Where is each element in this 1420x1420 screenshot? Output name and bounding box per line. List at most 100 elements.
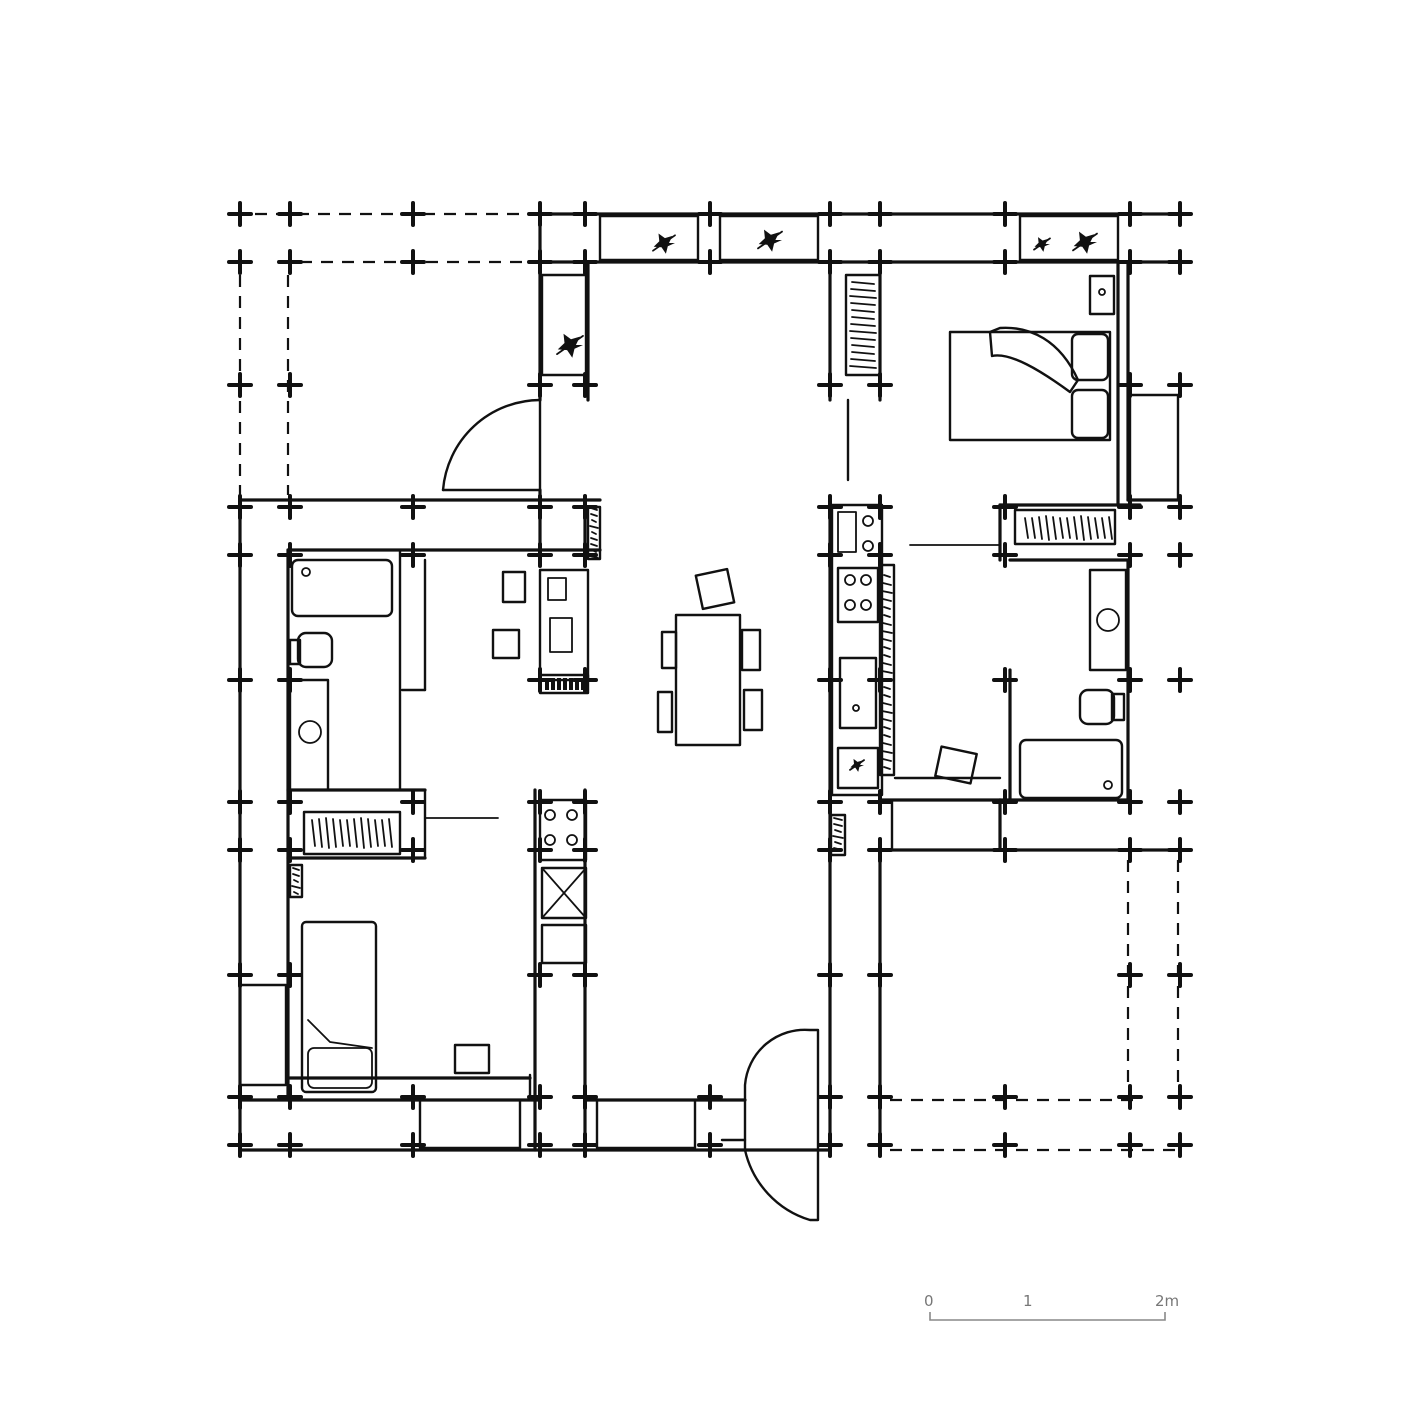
kitchen-sink bbox=[838, 656, 878, 730]
hatch-line bbox=[882, 758, 892, 762]
single-bed bbox=[300, 920, 378, 1094]
plant-icon bbox=[556, 333, 584, 358]
hatch-line bbox=[1073, 516, 1078, 540]
hatch-line bbox=[881, 710, 893, 714]
grid-cross bbox=[1117, 667, 1143, 693]
grid-cross bbox=[277, 372, 303, 398]
chair bbox=[934, 745, 978, 785]
grid-cross bbox=[277, 1132, 303, 1158]
hatch-line bbox=[346, 819, 351, 847]
grid-cross bbox=[992, 1132, 1018, 1158]
hatch-line bbox=[1038, 516, 1043, 540]
grid-cross-markers bbox=[227, 201, 1193, 1158]
hatch-line bbox=[883, 646, 891, 650]
hatch-line bbox=[882, 662, 892, 666]
hatch-line bbox=[311, 819, 316, 847]
grid-cross bbox=[1117, 542, 1143, 568]
hatch-line bbox=[834, 841, 842, 845]
grid-cross bbox=[277, 1084, 303, 1110]
grid-cross bbox=[400, 789, 426, 815]
grid-cross bbox=[277, 542, 303, 568]
hatch-line bbox=[883, 606, 891, 610]
hatch-line bbox=[883, 694, 891, 698]
hatch-line bbox=[882, 742, 892, 746]
hatch-line bbox=[339, 819, 344, 847]
hatch-line bbox=[850, 358, 876, 362]
hatch-line bbox=[1031, 517, 1036, 539]
hatch-line bbox=[381, 819, 386, 847]
book bbox=[563, 678, 567, 690]
chair bbox=[740, 628, 762, 672]
grid-cross bbox=[1117, 789, 1143, 815]
furniture bbox=[288, 273, 1128, 1094]
nightstand bbox=[1088, 274, 1116, 316]
hatch-line bbox=[882, 598, 892, 602]
hatch-line bbox=[883, 614, 891, 618]
hatch-line bbox=[849, 330, 877, 334]
dashed-terrace-outlines bbox=[238, 212, 1180, 1152]
hatch-line bbox=[849, 365, 877, 369]
hatch-line bbox=[882, 678, 892, 682]
hatch-line bbox=[883, 686, 891, 690]
plant-box bbox=[836, 746, 880, 790]
grid-cross bbox=[1167, 962, 1193, 988]
hatch-line bbox=[292, 867, 300, 871]
hatch-line bbox=[882, 582, 892, 586]
bathtub bbox=[290, 558, 394, 618]
grid-cross bbox=[1167, 667, 1193, 693]
hatch-line bbox=[882, 638, 892, 642]
hatch-line bbox=[325, 817, 330, 849]
hatch-line bbox=[881, 750, 893, 754]
grid-cross bbox=[572, 372, 598, 398]
hatch-line bbox=[850, 337, 876, 341]
chair bbox=[656, 690, 674, 734]
hatch-line bbox=[851, 351, 875, 355]
hatch-line bbox=[881, 670, 893, 674]
hatch-line bbox=[1052, 516, 1057, 540]
grid-cross bbox=[277, 962, 303, 988]
shelf bbox=[878, 563, 896, 777]
grid-cross bbox=[992, 1084, 1018, 1110]
hatch-line bbox=[883, 654, 891, 658]
book bbox=[581, 678, 585, 690]
hatch-line bbox=[1094, 517, 1099, 539]
hatch-line bbox=[834, 829, 842, 833]
hatch-line bbox=[850, 288, 876, 292]
hatch-line bbox=[833, 823, 843, 827]
hatch-line bbox=[850, 302, 876, 306]
hatch-line bbox=[851, 309, 875, 313]
sink bbox=[540, 923, 588, 965]
hatch-line bbox=[353, 818, 358, 848]
book bbox=[569, 678, 573, 690]
hatch-line bbox=[881, 630, 893, 634]
hatch-line bbox=[590, 513, 598, 517]
book bbox=[551, 678, 555, 690]
book bbox=[557, 678, 561, 690]
hatch-line bbox=[291, 885, 301, 889]
toilet bbox=[296, 631, 334, 669]
hatch-line bbox=[591, 549, 597, 553]
sink-counter bbox=[1088, 568, 1128, 672]
book bbox=[575, 678, 579, 690]
hatch-line bbox=[881, 590, 893, 594]
hatch-line bbox=[293, 879, 299, 883]
grid-cross bbox=[1167, 372, 1193, 398]
grid-cross bbox=[1117, 372, 1143, 398]
hatch-line bbox=[883, 734, 891, 738]
chair bbox=[491, 628, 521, 660]
doors bbox=[441, 398, 820, 1222]
plant-icon bbox=[757, 229, 783, 252]
chair bbox=[501, 570, 527, 604]
grid-cross bbox=[400, 542, 426, 568]
hatch-line bbox=[1059, 517, 1064, 539]
chair bbox=[742, 688, 764, 732]
double-bed bbox=[948, 330, 1112, 442]
hatch-marks bbox=[291, 281, 1113, 895]
walls bbox=[238, 212, 1192, 1157]
dining-table bbox=[674, 613, 742, 747]
grid-cross bbox=[992, 494, 1018, 520]
plant-symbols bbox=[556, 229, 1098, 772]
hatch-line bbox=[882, 622, 892, 626]
hatch-line bbox=[849, 295, 877, 299]
grid-cross bbox=[1117, 962, 1143, 988]
